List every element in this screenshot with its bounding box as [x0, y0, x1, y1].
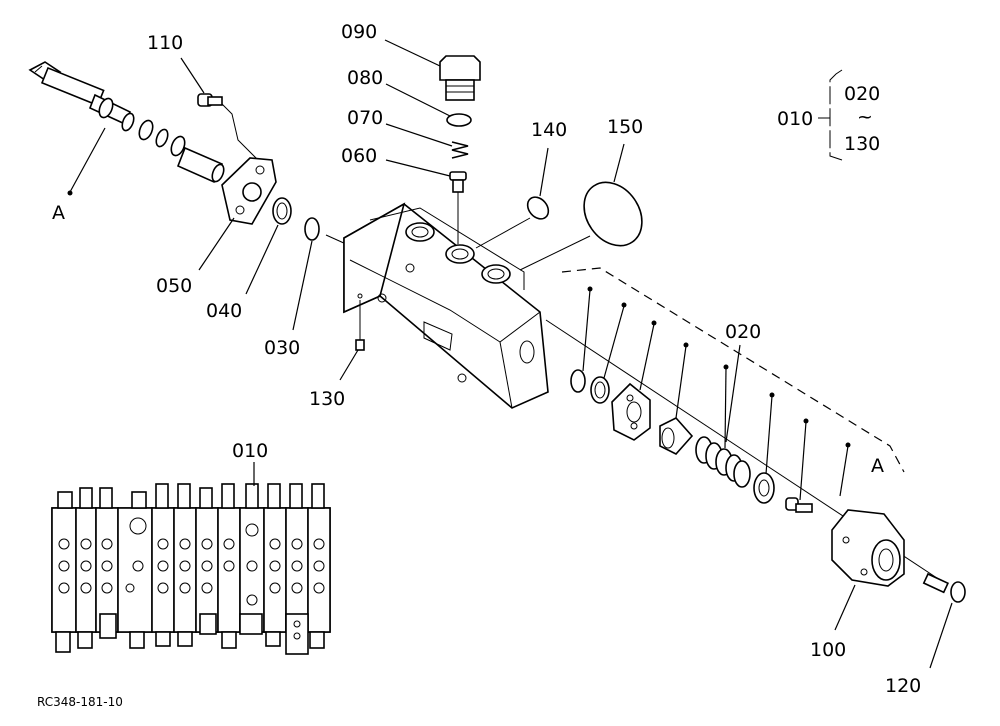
callout-110: 110 — [147, 32, 183, 54]
leader-050 — [198, 217, 235, 271]
poppet-060 — [449, 171, 467, 193]
leader-020 — [725, 344, 741, 443]
ring-040-inner — [276, 202, 288, 220]
oring-right-1 — [570, 369, 586, 393]
bolt-right — [785, 497, 813, 513]
callout-050: 050 — [156, 275, 192, 297]
callout-130: 130 — [309, 388, 345, 410]
axis-150 — [519, 235, 591, 271]
leader-a1 — [69, 127, 106, 193]
callout-010-overview: 010 — [232, 440, 268, 462]
assembly-ref-main: 010 — [777, 108, 813, 130]
oring-030 — [304, 217, 320, 241]
spring-070 — [451, 141, 469, 159]
leader-140 — [539, 147, 549, 197]
leader-bolt-right — [799, 421, 807, 501]
leader-ring-right-2 — [603, 305, 625, 379]
seat-right — [753, 472, 775, 504]
ring-040 — [272, 197, 292, 225]
leader-120 — [929, 602, 953, 669]
leader-seat-right — [765, 395, 773, 475]
group-boundary — [561, 267, 905, 473]
leader-130 — [339, 349, 359, 381]
bolt-120 — [922, 572, 966, 603]
callout-100: 100 — [810, 639, 846, 661]
ring-right-2 — [590, 376, 610, 404]
oring-140 — [526, 196, 550, 220]
oring-150 — [583, 181, 643, 247]
plug-130 — [355, 339, 365, 351]
leader-flange-right — [639, 323, 655, 391]
callout-060: 060 — [341, 145, 377, 167]
leader-090 — [384, 39, 441, 67]
leader-spring-right — [724, 367, 727, 449]
cap-090 — [439, 55, 481, 101]
leader-070 — [385, 123, 453, 147]
assembly-ref-end: 130 — [844, 133, 880, 155]
axis-030 — [325, 234, 347, 245]
ref-label-a-lower: A — [871, 455, 884, 477]
ref-label-a-upper: A — [52, 202, 65, 224]
leader-150 — [613, 143, 625, 183]
flange-right — [611, 382, 651, 441]
leader-110 — [180, 57, 205, 94]
leader-080 — [385, 83, 451, 117]
axis-140 — [475, 217, 531, 249]
housing-100 — [831, 509, 905, 587]
leader-sleeve-right — [675, 345, 687, 419]
leader-100 — [834, 584, 856, 631]
valve-body — [343, 202, 549, 409]
callout-120: 120 — [885, 675, 921, 697]
leader-a2 — [839, 445, 849, 497]
valve-stack-overview — [51, 483, 331, 655]
leader-030 — [292, 240, 313, 331]
assembly-ref-start: 020 — [844, 83, 880, 105]
callout-070: 070 — [347, 107, 383, 129]
leader-dot-a1 — [67, 190, 73, 196]
assembly-ref-tilde: ~ — [857, 106, 873, 128]
oring-080 — [446, 113, 472, 127]
sleeve-right — [659, 417, 694, 455]
callout-150: 150 — [607, 116, 643, 138]
flange-050 — [221, 157, 277, 225]
leader-oring-right-1 — [582, 289, 591, 372]
callout-140: 140 — [531, 119, 567, 141]
leader-060 — [385, 159, 451, 177]
callout-090: 090 — [341, 21, 377, 43]
leader-040 — [245, 224, 279, 295]
callout-040: 040 — [206, 300, 242, 322]
spool-part — [28, 61, 225, 184]
bolt-110 — [197, 93, 223, 107]
callout-080: 080 — [347, 67, 383, 89]
axis-110 — [221, 103, 259, 161]
drawing-code: RC348-181-10 — [37, 695, 123, 709]
spring-020 — [695, 436, 751, 488]
callout-030: 030 — [264, 337, 300, 359]
assembly-ref-brace — [829, 69, 843, 161]
callout-020: 020 — [725, 321, 761, 343]
